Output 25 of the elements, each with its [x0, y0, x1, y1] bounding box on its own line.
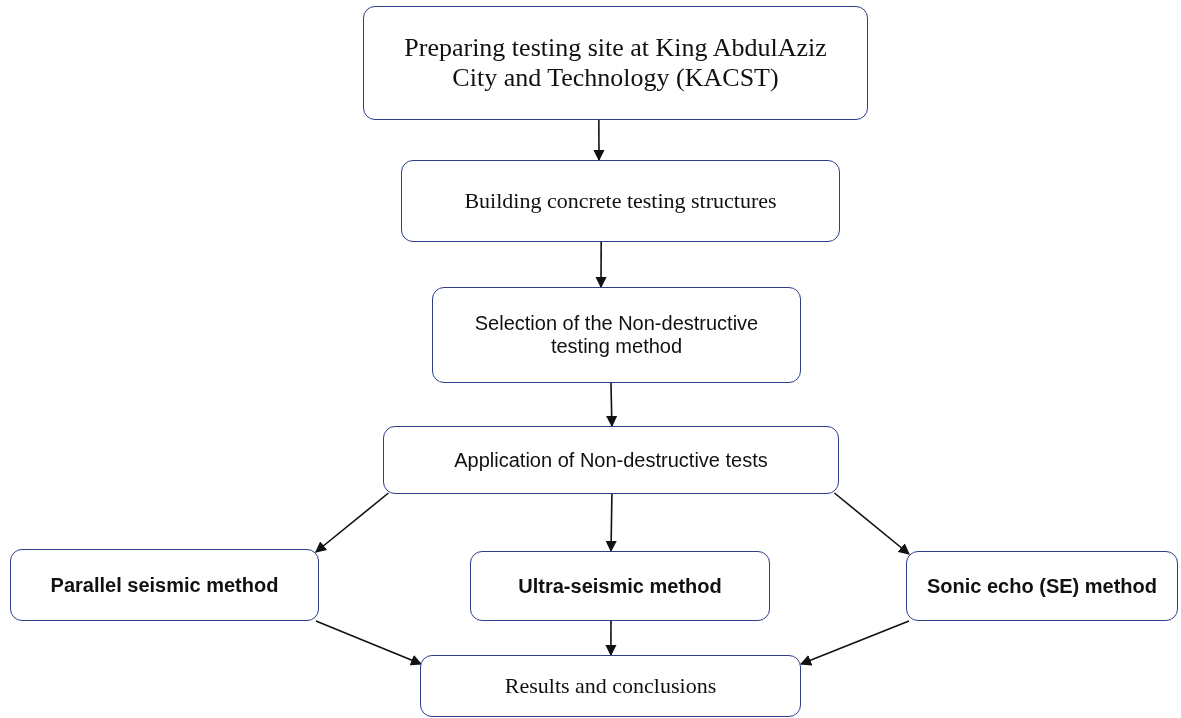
box-label: Selection of the Non-destructive testing method: [473, 312, 760, 358]
arrow: [605, 493, 617, 553]
box-label: Results and conclusions: [504, 673, 717, 699]
arrow: [593, 119, 605, 162]
arrow: [315, 620, 423, 666]
arrow: [595, 241, 607, 289]
process-box: [363, 6, 868, 120]
box-label: Parallel seismic method: [50, 573, 279, 597]
box-label: Preparing testing site at King AbdulAziz City and Technology (KACST): [403, 33, 828, 93]
box-label: Application of Non-destructive tests: [454, 448, 768, 472]
process-box: [10, 549, 319, 621]
arrow: [315, 492, 390, 553]
process-box: [906, 551, 1178, 621]
arrow: [605, 620, 617, 657]
arrow: [833, 492, 910, 555]
box-label: Sonic echo (SE) method: [927, 574, 1157, 598]
process-box: [420, 655, 801, 717]
process-box: [401, 160, 840, 242]
box-label: Building concrete testing structures: [464, 188, 777, 214]
box-label: Ultra-seismic method: [518, 574, 722, 598]
process-box: [383, 426, 839, 494]
process-box: [432, 287, 801, 383]
arrow: [799, 620, 910, 666]
arrow: [606, 382, 618, 428]
process-box: [470, 551, 770, 621]
